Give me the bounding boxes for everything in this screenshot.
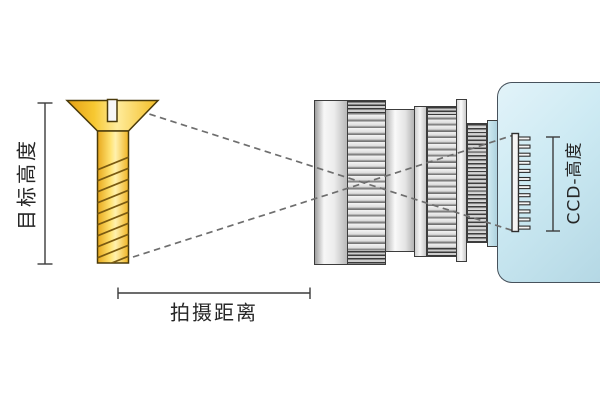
knurling-band — [348, 251, 385, 264]
ccd-height-label: CCD-高度 — [564, 141, 585, 225]
lens-ring-collar — [456, 99, 467, 262]
ccd-bar — [511, 132, 520, 233]
screw-icon — [65, 98, 160, 264]
lens-rear-knurl — [467, 123, 487, 243]
knurling-band — [428, 248, 456, 256]
target-height-dimension — [37, 102, 53, 265]
target-height-label: 目标高度 — [14, 138, 39, 230]
shooting-distance-label: 拍摄距离 — [170, 300, 258, 325]
ccd-height-dimension — [546, 136, 560, 232]
screw-slot — [106, 98, 118, 123]
ray-bottom-to-top — [132, 134, 515, 258]
lens-middle-barrel — [385, 109, 415, 252]
shooting-distance-dimension — [117, 287, 311, 299]
ray-top-to-bottom — [117, 103, 515, 232]
projection-rays — [117, 103, 515, 258]
screw-threads — [97, 156, 129, 263]
knurling-band — [348, 101, 385, 114]
knurling-band — [428, 107, 456, 115]
lens-ring-collar — [414, 106, 427, 257]
ccd-teeth — [517, 136, 531, 230]
lens-front-barrel — [314, 100, 348, 265]
ccd-comb-icon — [511, 132, 531, 233]
